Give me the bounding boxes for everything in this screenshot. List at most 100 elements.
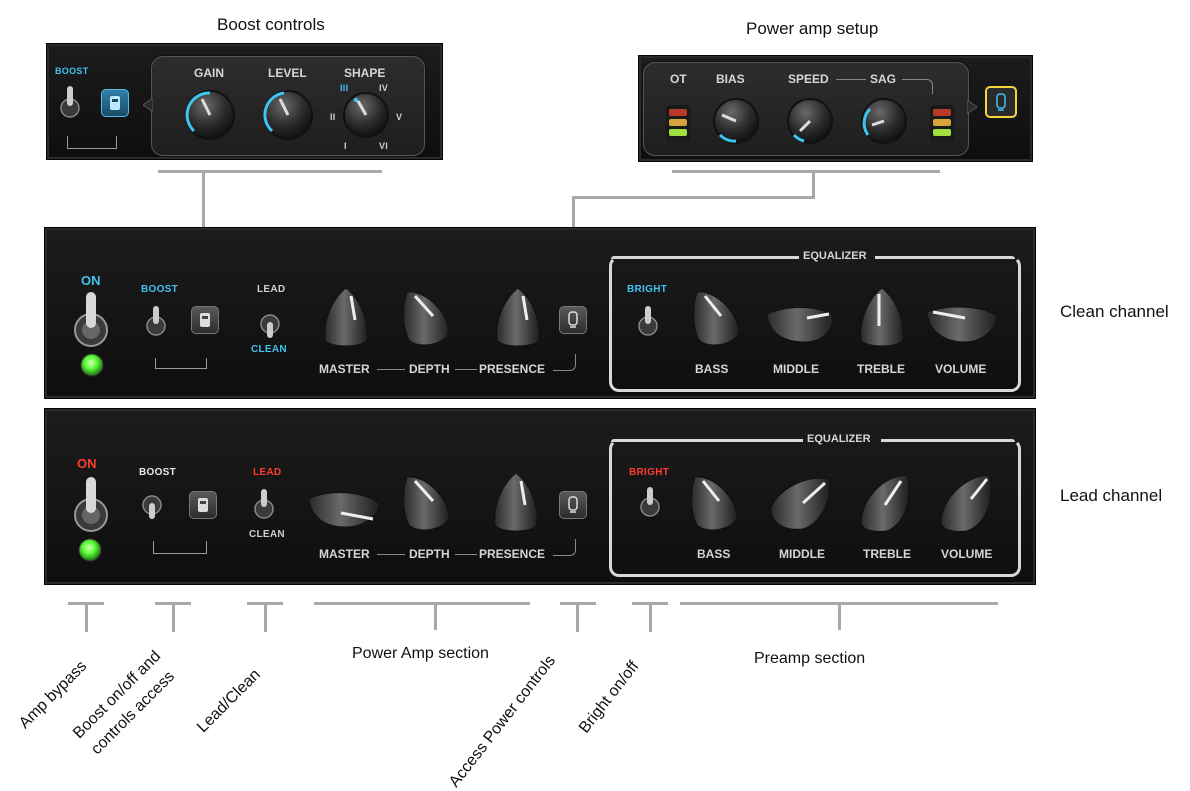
lead-depth-label: DEPTH <box>409 547 450 561</box>
boost-callout-line <box>158 170 382 173</box>
lead-bass-label: BASS <box>697 547 731 561</box>
clean-depth-presence-link <box>455 369 477 370</box>
boost-popup: GAIN LEVEL SHAPE III IV II V I VI <box>151 56 425 156</box>
lead-power-led <box>78 538 102 562</box>
clean-master-label: MASTER <box>319 362 370 376</box>
shape-knob[interactable] <box>338 87 394 143</box>
gain-knob[interactable] <box>182 87 238 143</box>
clean-treble-label: TREBLE <box>857 362 905 376</box>
level-knob[interactable] <box>260 87 316 143</box>
lead-bass-knob[interactable] <box>689 471 741 535</box>
lead-eq-top-right <box>881 439 1015 442</box>
shape-pos-i: I <box>344 141 347 151</box>
lead-master-depth-link <box>377 554 405 555</box>
popup-pointer <box>143 98 153 112</box>
lead-equalizer-label: EQUALIZER <box>807 433 871 445</box>
bias-label: BIAS <box>716 72 745 86</box>
access-power-controls-label: Access Power controls <box>446 652 560 791</box>
clean-volume-knob[interactable] <box>925 302 999 346</box>
shape-label: SHAPE <box>344 66 386 80</box>
lead-lead-clean-toggle[interactable] <box>251 487 277 519</box>
clean-master-depth-link <box>377 369 405 370</box>
clean-presence-knob[interactable] <box>493 286 543 350</box>
clean-depth-knob[interactable] <box>401 286 453 350</box>
boost-label: BOOST <box>55 66 89 76</box>
shape-pos-v: V <box>396 112 403 122</box>
lead-clean-label: CLEAN <box>249 529 285 540</box>
clean-access-power-button[interactable] <box>559 306 587 334</box>
clean-depth-label: DEPTH <box>409 362 450 376</box>
sag-led-meter <box>930 105 954 141</box>
lead-eq-top-left <box>611 439 803 442</box>
clean-amp-bypass-toggle[interactable] <box>71 290 111 348</box>
gain-label: GAIN <box>194 66 224 80</box>
lead-bright-label: BRIGHT <box>629 467 670 478</box>
boost-controls-title: Boost controls <box>217 15 325 34</box>
clean-presence-label: PRESENCE <box>479 362 546 376</box>
lead-clean-label-annotation: Lead/Clean <box>194 666 264 737</box>
pedal-icon <box>200 313 210 327</box>
clean-boost-bracket <box>155 358 207 369</box>
clean-clean-label: CLEAN <box>251 344 287 355</box>
speed-knob[interactable] <box>784 95 836 147</box>
speed-sag-link <box>836 79 866 80</box>
clean-middle-label: MIDDLE <box>773 362 819 376</box>
clean-equalizer-label: EQUALIZER <box>803 250 867 262</box>
clean-boost-toggle[interactable] <box>143 304 169 336</box>
clean-channel-panel: ON BOOST LEAD CLEAN MASTER DEPTH PRESENC… <box>44 227 1036 399</box>
power-amp-section-label: Power Amp section <box>352 645 489 662</box>
sag-label: SAG <box>870 72 897 86</box>
amp-bypass-marker-stem <box>85 602 88 632</box>
clean-lead-label: LEAD <box>257 284 286 295</box>
power-popup-pointer <box>967 100 977 114</box>
clean-eq-box <box>609 256 1021 392</box>
clean-boost-access-button[interactable] <box>191 306 219 334</box>
lead-channel-label: Lead channel <box>1060 486 1163 505</box>
lead-treble-knob[interactable] <box>855 471 913 535</box>
clean-bass-knob[interactable] <box>691 286 743 350</box>
lead-lead-label: LEAD <box>253 467 282 478</box>
boost-marker-stem <box>172 602 175 632</box>
clean-eq-top-right <box>875 256 1015 259</box>
lead-bright-toggle[interactable] <box>637 485 663 517</box>
shape-pos-ii: II <box>330 112 336 122</box>
boost-controls-panel: BOOST GAIN LEVEL SHAPE III IV II V I <box>46 43 443 160</box>
lead-boost-toggle[interactable] <box>139 489 165 521</box>
lead-access-power-button[interactable] <box>559 491 587 519</box>
lead-volume-knob[interactable] <box>935 471 995 535</box>
clean-volume-label: VOLUME <box>935 362 987 376</box>
clean-master-knob[interactable] <box>321 286 371 350</box>
lead-presence-link <box>553 539 576 556</box>
bright-marker-stem <box>649 602 652 632</box>
shape-pos-iii: III <box>340 83 349 93</box>
lead-boost-bracket <box>153 541 207 554</box>
lead-middle-knob[interactable] <box>767 473 833 533</box>
tube-icon <box>568 496 578 513</box>
lead-treble-label: TREBLE <box>863 547 911 561</box>
lead-presence-knob[interactable] <box>491 471 541 535</box>
lead-clean-marker-stem <box>264 602 267 632</box>
power-controls-button-active[interactable] <box>985 86 1017 118</box>
bias-knob[interactable] <box>710 95 762 147</box>
power-amp-section-bar <box>314 602 530 605</box>
lead-depth-knob[interactable] <box>401 471 453 535</box>
clean-lead-clean-toggle[interactable] <box>257 308 283 340</box>
lead-master-label: MASTER <box>319 547 370 561</box>
clean-treble-knob[interactable] <box>857 286 907 350</box>
clean-power-led <box>80 353 104 377</box>
pedal-icon <box>198 498 208 512</box>
lead-boost-access-button[interactable] <box>189 491 217 519</box>
clean-middle-knob[interactable] <box>765 302 835 346</box>
preamp-section-stem <box>838 602 841 630</box>
boost-pedal-button[interactable] <box>101 89 129 117</box>
power-connector-b <box>572 196 815 199</box>
clean-bright-toggle[interactable] <box>635 304 661 336</box>
lead-amp-bypass-toggle[interactable] <box>71 475 111 533</box>
level-label: LEVEL <box>268 66 307 80</box>
tube-icon <box>568 311 578 328</box>
boost-bracket <box>67 136 117 149</box>
lead-master-knob[interactable] <box>307 487 381 531</box>
sag-knob[interactable] <box>858 95 910 147</box>
boost-toggle-switch[interactable] <box>59 84 81 120</box>
clean-boost-label: BOOST <box>141 284 179 295</box>
